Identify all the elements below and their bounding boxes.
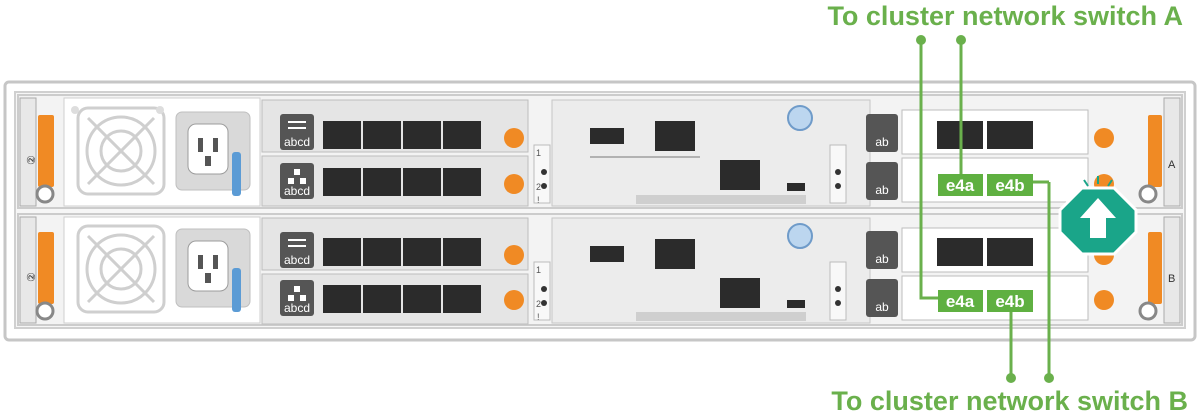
svg-text:ab: ab xyxy=(875,183,889,197)
blue-thumbscrew[interactable] xyxy=(787,223,813,249)
svg-text:ab: ab xyxy=(875,300,889,314)
card-b1-screw[interactable] xyxy=(504,245,524,265)
svg-text:2: 2 xyxy=(536,299,541,309)
svg-text:1: 1 xyxy=(536,265,541,275)
svg-text:2: 2 xyxy=(536,182,541,192)
port-e4a-a[interactable] xyxy=(938,174,983,196)
slot-label-a: A xyxy=(1168,159,1176,171)
card-b-qsfp-1[interactable] xyxy=(937,238,983,266)
card-a3-screw[interactable] xyxy=(1094,128,1114,148)
port-e4a-b[interactable] xyxy=(938,290,983,312)
card-a1-screw[interactable] xyxy=(504,128,524,148)
thumbscrew[interactable] xyxy=(35,184,55,204)
bay-indicators-b: 1 2 ! xyxy=(533,261,551,322)
card-a3-icon xyxy=(866,114,898,152)
thumbscrew[interactable] xyxy=(1138,301,1158,321)
svg-text:ab: ab xyxy=(875,135,889,149)
psu-a-label: ② xyxy=(26,155,38,165)
card-b1-label: abcd xyxy=(284,253,310,267)
thumbscrew[interactable] xyxy=(1138,184,1158,204)
micro-usb-port[interactable] xyxy=(787,183,805,191)
usb-port[interactable] xyxy=(590,246,624,262)
psu-b-handle[interactable] xyxy=(38,232,54,304)
psu-latch[interactable] xyxy=(232,152,241,196)
usb-port[interactable] xyxy=(590,128,624,144)
thumbscrew[interactable] xyxy=(35,301,55,321)
controller-b-handle[interactable] xyxy=(1148,232,1162,304)
card-b3-icon xyxy=(866,231,898,269)
port-e4b-b[interactable] xyxy=(987,290,1033,312)
cable-end xyxy=(916,35,926,45)
card-a-qsfp-2[interactable] xyxy=(987,121,1033,149)
card-b2-label: abcd xyxy=(284,301,310,315)
title-bottom: To cluster network switch B xyxy=(831,386,1188,416)
card-b-qsfp-2[interactable] xyxy=(987,238,1033,266)
card-a1-ports[interactable] xyxy=(323,121,481,149)
card-a2-label: abcd xyxy=(284,184,310,198)
wrench-port[interactable] xyxy=(655,121,695,151)
port-e4b-a[interactable] xyxy=(987,174,1033,196)
micro-usb-port[interactable] xyxy=(787,300,805,308)
svg-text:e4b: e4b xyxy=(995,176,1024,195)
card-b2-screw[interactable] xyxy=(504,290,524,310)
svg-text:ab: ab xyxy=(875,252,889,266)
wrench-port[interactable] xyxy=(655,239,695,269)
card-a2-icon xyxy=(280,163,314,199)
card-a2-ports[interactable] xyxy=(323,168,481,196)
bay-indicators-a: 1 2 ! xyxy=(533,144,551,205)
controller-a-handle[interactable] xyxy=(1148,115,1162,187)
svg-text:e4b: e4b xyxy=(995,292,1024,311)
slot-label-b: B xyxy=(1168,273,1175,285)
svg-text:e4a: e4a xyxy=(946,292,975,311)
card-b1-ports[interactable] xyxy=(323,238,481,266)
cable-end xyxy=(956,35,966,45)
mgmt-port[interactable] xyxy=(720,278,760,308)
card-a4-icon xyxy=(866,162,898,200)
card-b2-ports[interactable] xyxy=(323,285,481,313)
controller-b: ② abcd abcd xyxy=(17,213,1183,326)
svg-text:e4a: e4a xyxy=(946,176,975,195)
title-top: To cluster network switch A xyxy=(827,1,1183,31)
psu-b-label: ② xyxy=(26,272,38,282)
svg-text:1: 1 xyxy=(536,148,541,158)
card-a2-screw[interactable] xyxy=(504,174,524,194)
psu-a-handle[interactable] xyxy=(38,115,54,187)
attention-led-icon xyxy=(1058,176,1138,256)
card-b4-icon xyxy=(866,279,898,317)
psu-latch[interactable] xyxy=(232,268,241,312)
cables-switch-a xyxy=(919,40,1051,376)
cable-end xyxy=(1044,373,1054,383)
svg-text:!: ! xyxy=(537,195,540,205)
card-b2-icon xyxy=(280,280,314,316)
blue-thumbscrew[interactable] xyxy=(787,105,813,131)
card-b4-screw[interactable] xyxy=(1094,290,1114,310)
mgmt-port[interactable] xyxy=(720,160,760,190)
cable-end xyxy=(1006,373,1016,383)
svg-text:!: ! xyxy=(537,312,540,322)
card-a1-label: abcd xyxy=(284,135,310,149)
